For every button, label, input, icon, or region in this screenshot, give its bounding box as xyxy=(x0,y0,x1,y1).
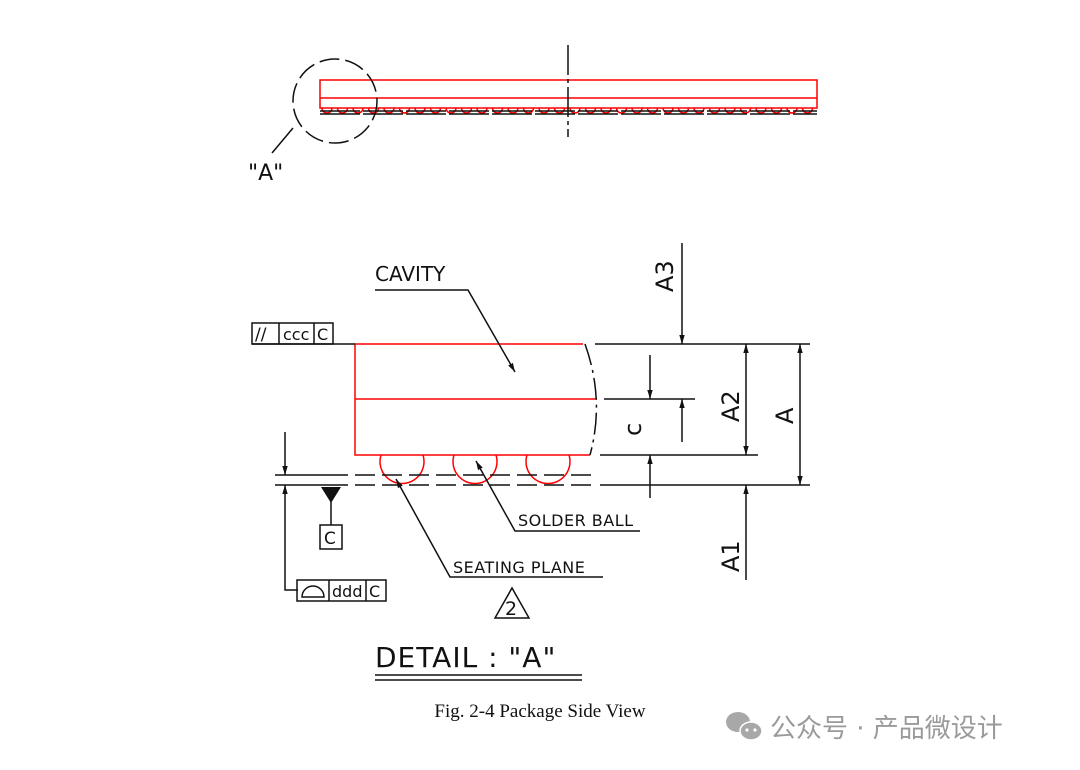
detail-a-label: "A" xyxy=(248,161,283,186)
solder-ball xyxy=(693,107,705,114)
solder-ball xyxy=(367,107,380,114)
profile-tolerance-frame: ddd C xyxy=(296,579,387,602)
a2-label: A2 xyxy=(717,390,745,422)
top-view: "A" xyxy=(248,45,818,186)
seating-plane-leader xyxy=(395,478,603,578)
watermark: 公众号 · 产品微设计 xyxy=(726,712,1003,744)
detail-title: DETAIL : "A" xyxy=(375,641,556,674)
datum-ref: C xyxy=(317,325,328,344)
a3-label: A3 xyxy=(651,260,679,292)
solder-ball xyxy=(445,107,457,114)
seating-plane-label: SEATING PLANE xyxy=(453,558,585,577)
ccc-value: ccc xyxy=(283,325,309,344)
solder-ball-label: SOLDER BALL xyxy=(518,511,634,530)
profile-surface-icon xyxy=(301,585,325,598)
solder-ball xyxy=(336,107,349,114)
break-line xyxy=(584,343,598,456)
detail-a-leader xyxy=(271,127,294,154)
ddd-value: ddd xyxy=(332,582,362,601)
detail-a-view: A3 c A2 A A1 // ccc C C xyxy=(251,243,810,681)
solder-ball xyxy=(452,454,498,485)
solder-ball xyxy=(708,107,721,114)
solder-ball xyxy=(429,107,442,114)
parallelism-symbol: // xyxy=(255,325,267,345)
parallelism-tolerance-frame: // ccc C xyxy=(251,322,355,345)
figure-caption: Fig. 2-4 Package Side View xyxy=(434,701,645,722)
solder-ball xyxy=(615,107,628,114)
cavity-leader xyxy=(375,289,516,373)
solder-ball xyxy=(553,107,566,114)
solder-ball xyxy=(491,107,504,114)
c-label: c xyxy=(619,423,647,436)
solder-ball xyxy=(755,107,767,114)
solder-ball xyxy=(646,107,659,114)
detail-a-circle xyxy=(292,58,378,144)
solder-ball xyxy=(584,107,597,114)
solder-ball xyxy=(569,107,581,114)
solder-balls-row xyxy=(321,107,814,114)
solder-ball xyxy=(786,107,798,114)
solder-ball xyxy=(352,107,364,114)
solder-ball xyxy=(538,107,550,114)
solder-ball xyxy=(770,107,783,114)
coplanarity-leader xyxy=(282,485,298,591)
solder-ball xyxy=(677,107,690,114)
solder-ball xyxy=(507,107,519,114)
wechat-icon xyxy=(726,712,763,741)
solder-ball xyxy=(379,454,425,485)
solder-ball xyxy=(631,107,643,114)
cavity-label: CAVITY xyxy=(375,262,446,286)
solder-ball xyxy=(801,107,814,114)
solder-ball xyxy=(414,107,426,114)
solder-ball xyxy=(739,107,752,114)
datum-c-symbol: C xyxy=(319,487,343,550)
solder-ball xyxy=(398,107,411,114)
solder-ball xyxy=(522,107,535,114)
solder-ball xyxy=(321,107,333,114)
solder-ball xyxy=(383,107,395,114)
datum-c-label: C xyxy=(324,529,336,549)
solder-ball xyxy=(525,454,571,485)
watermark-text: 公众号 · 产品微设计 xyxy=(770,714,1003,744)
solder-ball xyxy=(724,107,736,114)
solder-ball xyxy=(600,107,612,114)
solder-ball xyxy=(662,107,674,114)
datum-ref: C xyxy=(369,582,380,601)
a-label: A xyxy=(771,407,799,424)
solder-ball xyxy=(460,107,473,114)
solder-ball xyxy=(476,107,488,114)
solder-ball-leader xyxy=(475,460,640,532)
note-triangle-icon xyxy=(493,586,531,619)
note-number: 2 xyxy=(505,598,517,620)
solder-balls xyxy=(379,454,571,485)
a1-label: A1 xyxy=(717,540,745,572)
